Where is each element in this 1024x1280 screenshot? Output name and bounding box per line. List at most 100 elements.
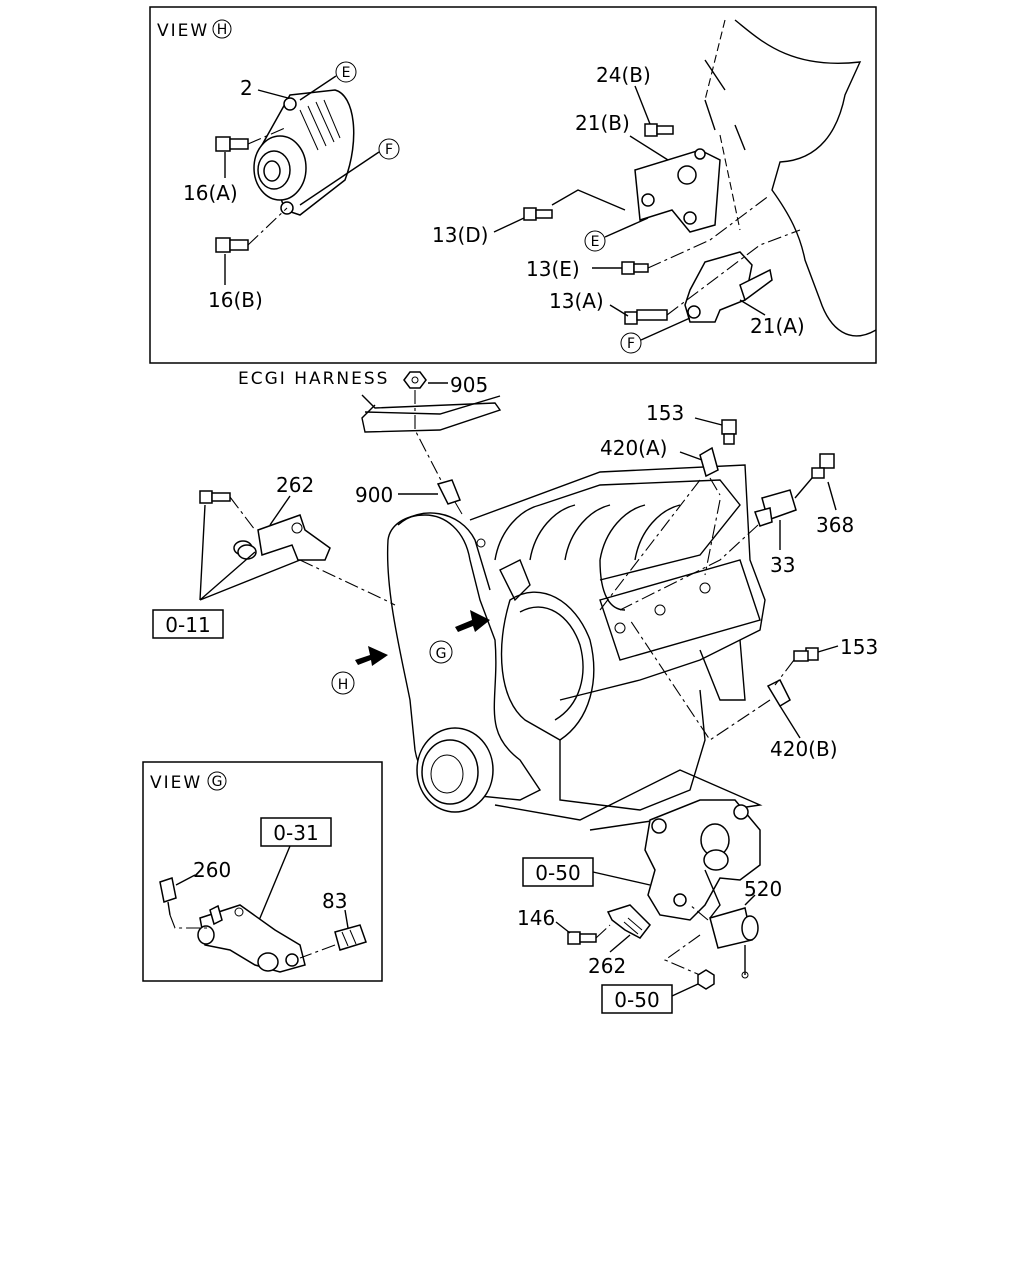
- bolt-146: [567, 931, 597, 945]
- alternator-bolt-axes: [247, 127, 288, 246]
- ecgi-harness-inner: [364, 395, 501, 415]
- leader-368: [827, 481, 837, 511]
- label-262a: 262: [276, 473, 314, 497]
- label-900: 900: [355, 483, 393, 507]
- mark-f2-circle: [620, 332, 642, 354]
- plenum: [539, 479, 741, 581]
- leader-262b: [609, 934, 631, 953]
- leader-13a: [609, 304, 629, 317]
- mark-e1-circle: [335, 61, 357, 83]
- bolt-13e: [621, 261, 649, 275]
- label-21a: 21(A): [750, 314, 805, 338]
- leader-420a: [679, 451, 703, 461]
- label-153a: 153: [646, 401, 684, 425]
- bracket-262-bottom: [606, 904, 651, 939]
- leader-520: [744, 894, 756, 906]
- leader-2: [257, 89, 289, 99]
- label-33: 33: [770, 553, 795, 577]
- timing-cover-edge: [397, 512, 491, 591]
- bolt-153b: [793, 647, 819, 662]
- ecgi-harness: [361, 394, 502, 433]
- sensor-260: [159, 877, 177, 916]
- head-hole-3: [699, 582, 711, 594]
- bracket-262-axis: [229, 496, 396, 606]
- label-262b: 262: [588, 954, 626, 978]
- label-13d: 13(D): [432, 223, 488, 247]
- nut-050: [697, 969, 715, 990]
- sensor-260-axis: [169, 914, 210, 929]
- leader-153b: [817, 645, 839, 653]
- leader-420b: [779, 705, 801, 739]
- leader-21a: [739, 299, 766, 316]
- fitting-top: [476, 538, 486, 548]
- ref-050b: 0-50: [614, 988, 659, 1012]
- intake-runners: [494, 504, 681, 561]
- clip-420a: [699, 446, 719, 478]
- engine-mount-ear: [699, 639, 746, 701]
- mark-e2: E: [591, 234, 600, 250]
- bolt-13a: [624, 309, 668, 325]
- harness-label: ECGI HARNESS: [238, 369, 389, 389]
- mark-f1-circle: [378, 138, 400, 160]
- clip-420b: [766, 678, 791, 708]
- leader-83: [344, 909, 349, 929]
- view-h-panel: VIEW H 2 16(A) 16(B): [149, 6, 877, 364]
- bolt-13a-axis: [666, 229, 801, 316]
- view-g-title: VIEW: [150, 773, 202, 793]
- clip-420a-axis: [599, 477, 721, 611]
- alternator-mount-top: [283, 97, 297, 111]
- leader-e1: [299, 75, 337, 101]
- mark-e2-circle: [584, 230, 606, 252]
- label-420b: 420(B): [770, 737, 838, 761]
- mark-g-circle: [429, 640, 453, 664]
- ref-050b-box: [601, 984, 673, 1014]
- camshaft-pulley-inner: [519, 606, 584, 721]
- sensor-83-axis: [299, 944, 336, 959]
- sensor-520: [709, 907, 759, 979]
- intake-manifold: [469, 464, 766, 701]
- sensor-33: [754, 477, 813, 527]
- label-2: 2: [240, 76, 253, 100]
- mark-h-circle: [331, 671, 355, 695]
- leader-f2: [640, 317, 691, 341]
- engine-block-lower: [559, 689, 706, 811]
- sensor-520-axis: [663, 904, 709, 976]
- mark-f2: F: [627, 336, 635, 352]
- leader-050a: [592, 871, 651, 886]
- engine-block-ribs: [704, 59, 746, 151]
- label-520: 520: [744, 877, 782, 901]
- leader-24b: [634, 85, 651, 125]
- cam-sprocket-bracket: [499, 559, 531, 602]
- clip-420b-axis: [629, 619, 795, 741]
- ref-031-box: [260, 817, 332, 847]
- bolt-13e-axis: [647, 194, 771, 269]
- view-h-title-mark-circle: [212, 19, 232, 39]
- view-h-arrow: [355, 646, 388, 666]
- head-hole-2: [654, 604, 666, 616]
- view-g-title-mark: G: [212, 774, 223, 790]
- ref-050a: 0-50: [535, 861, 580, 885]
- view-g-arrow: [455, 610, 490, 632]
- engine-hidden-lines: [704, 19, 741, 231]
- ref-011: 0-11: [165, 613, 210, 637]
- label-24b: 24(B): [596, 63, 651, 87]
- leader-153a: [694, 417, 723, 426]
- leader-262a: [269, 495, 291, 526]
- ref-031: 0-31: [273, 821, 318, 845]
- view-g-panel: VIEW G 0-31 260 83: [142, 761, 383, 982]
- leader-e2: [604, 217, 649, 238]
- main-view: ECGI HARNESS 905 900: [152, 369, 878, 1014]
- harness-routing: [599, 559, 626, 611]
- bolt-13d-path: [551, 189, 626, 211]
- leader-031: [254, 845, 291, 931]
- label-21b: 21(B): [575, 111, 630, 135]
- ref-011-box: [152, 609, 224, 639]
- label-16a: 16(A): [183, 181, 238, 205]
- bolt-011: [199, 490, 231, 504]
- label-420a: 420(A): [600, 436, 667, 460]
- camshaft-pulley-cover: [500, 591, 595, 741]
- bolt-16a: [215, 136, 249, 152]
- head-hole-1: [614, 622, 626, 634]
- label-905: 905: [450, 373, 488, 397]
- leader-f1: [299, 151, 380, 206]
